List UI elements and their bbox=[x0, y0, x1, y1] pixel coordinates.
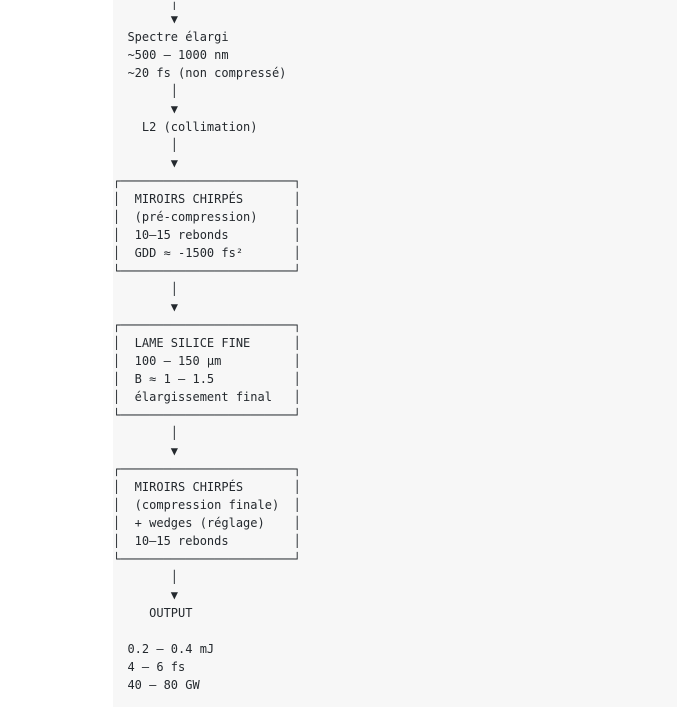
box-bottom-border: └────────────────────────┘ bbox=[113, 264, 301, 278]
arrow-line: ▼ bbox=[113, 12, 179, 26]
box-miroirs-chirpes-pre-subtitle: │ (pré-compression) │ bbox=[113, 210, 301, 224]
connector-line: │ bbox=[113, 570, 179, 584]
box-miroirs-chirpes-final-title: │ MIROIRS CHIRPÉS │ bbox=[113, 480, 301, 494]
box-lame-silice-thickness: │ 100 – 150 µm │ bbox=[113, 354, 301, 368]
connector-line: │ bbox=[113, 426, 179, 440]
blank-line bbox=[113, 622, 677, 640]
output-duration: 4 – 6 fs bbox=[113, 660, 186, 674]
arrow-line: ▼ bbox=[113, 300, 179, 314]
ascii-flowchart: │ ▼ Spectre élargi ~500 – 1000 nm ~20 fs… bbox=[113, 0, 677, 694]
node-spectre-elargi-title: Spectre élargi bbox=[113, 30, 229, 44]
box-miroirs-chirpes-final-bounces: │ 10–15 rebonds │ bbox=[113, 534, 301, 548]
box-miroirs-chirpes-final-wedges: │ + wedges (réglage) │ bbox=[113, 516, 301, 530]
node-l2-collimation: L2 (collimation) bbox=[113, 120, 258, 134]
box-bottom-border: └────────────────────────┘ bbox=[113, 408, 301, 422]
output-energy: 0.2 – 0.4 mJ bbox=[113, 642, 215, 656]
connector-line: │ bbox=[113, 282, 179, 296]
box-lame-silice-title: │ LAME SILICE FINE │ bbox=[113, 336, 301, 350]
arrow-line: ▼ bbox=[113, 156, 179, 170]
arrow-line: ▼ bbox=[113, 102, 179, 116]
connector-line: │ bbox=[113, 138, 179, 152]
box-top-border: ┌────────────────────────┐ bbox=[113, 462, 301, 476]
node-spectre-elargi-duration: ~20 fs (non compressé) bbox=[113, 66, 287, 80]
node-spectre-elargi-bandwidth: ~500 – 1000 nm bbox=[113, 48, 229, 62]
connector-line-top: │ bbox=[113, 2, 179, 10]
box-top-border: ┌────────────────────────┐ bbox=[113, 318, 301, 332]
code-block-background bbox=[113, 0, 677, 707]
connector-line: │ bbox=[113, 84, 179, 98]
arrow-line: ▼ bbox=[113, 444, 179, 458]
box-miroirs-chirpes-pre-gdd: │ GDD ≈ -1500 fs² │ bbox=[113, 246, 301, 260]
box-lame-silice-b-integral: │ B ≈ 1 – 1.5 │ bbox=[113, 372, 301, 386]
arrow-line: ▼ bbox=[113, 588, 179, 602]
box-miroirs-chirpes-pre-bounces: │ 10–15 rebonds │ bbox=[113, 228, 301, 242]
box-bottom-border: └────────────────────────┘ bbox=[113, 552, 301, 566]
node-output-label: OUTPUT bbox=[113, 606, 193, 620]
box-miroirs-chirpes-final-subtitle: │ (compression finale) │ bbox=[113, 498, 301, 512]
box-top-border: ┌────────────────────────┐ bbox=[113, 174, 301, 188]
box-miroirs-chirpes-pre-title: │ MIROIRS CHIRPÉS │ bbox=[113, 192, 301, 206]
output-power: 40 – 80 GW bbox=[113, 678, 200, 692]
box-lame-silice-broadening: │ élargissement final │ bbox=[113, 390, 301, 404]
